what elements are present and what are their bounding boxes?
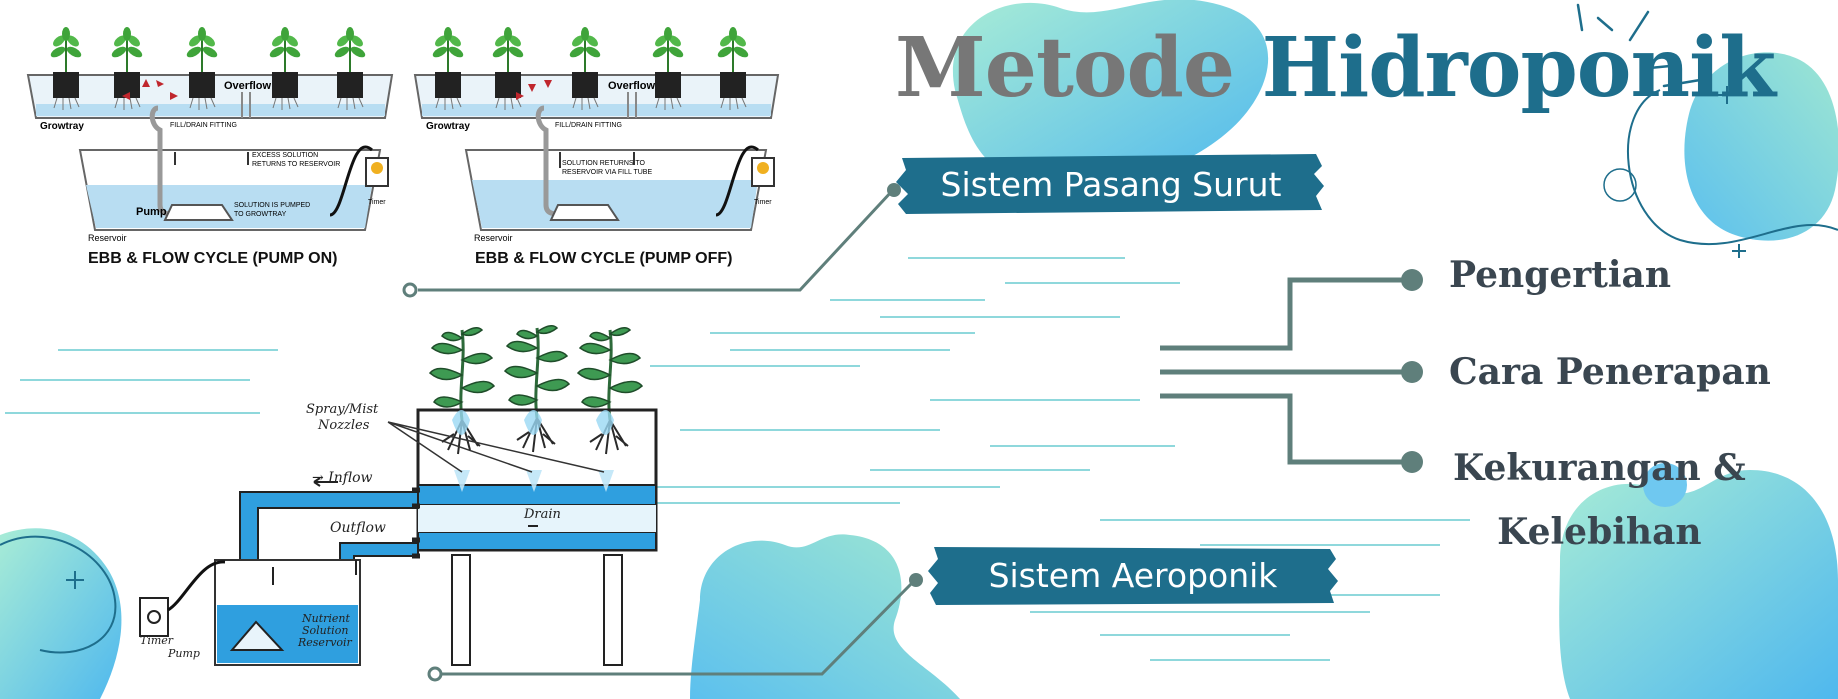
growtray-label: Growtray: [40, 121, 84, 132]
outflow-label: Outflow: [330, 520, 386, 536]
blob-right-bottom: [1559, 470, 1838, 699]
inflow-label: → Inflow: [312, 470, 373, 486]
timer-label: Timer: [368, 199, 386, 206]
banner-sistem-aeroponik: Sistem Aeroponik: [928, 543, 1338, 607]
node-dot: [427, 666, 443, 682]
pump-label: Pump: [136, 206, 167, 218]
aeroponic-diagram: [139, 324, 658, 666]
banner-sistem-pasang-surut: Sistem Pasang Surut: [896, 152, 1326, 216]
ebb-flow-pump-off-diagram: [413, 26, 780, 231]
topic-line: Kekurangan &: [1453, 447, 1746, 489]
blob-right-top: [1684, 52, 1838, 241]
connector-lines: [418, 188, 917, 676]
fill-drain-label: FILL/DRAIN FITTING: [170, 122, 237, 129]
topic-cara-penerapan: Cara Penerapan: [1449, 351, 1771, 393]
blob-top-center: [953, 0, 1269, 187]
returns-label: SOLUTION RETURNS TO: [562, 160, 645, 167]
topic-kekurangan-kelebihan: Kekurangan & Kelebihan: [1453, 436, 1746, 564]
reservoir-label: Reservoir: [88, 233, 127, 243]
title-word-hidroponik: Hidroponik: [1261, 20, 1776, 116]
ebb-on-caption: EBB & FLOW CYCLE (PUMP ON): [88, 250, 338, 267]
title-word-metode: Metode: [895, 20, 1235, 116]
banner-label: Sistem Pasang Surut: [940, 164, 1282, 204]
excess-label: EXCESS SOLUTION: [252, 152, 319, 159]
overflow-label: Overflow: [224, 80, 272, 92]
fill-drain-label: FILL/DRAIN FITTING: [555, 122, 622, 129]
ebb-off-caption: EBB & FLOW CYCLE (PUMP OFF): [475, 250, 733, 267]
drain-label: Drain: [524, 507, 561, 522]
blob-bottom-center: [690, 534, 960, 699]
timer-label: Timer: [140, 634, 174, 647]
reservoir-label: Reservoir: [474, 233, 513, 243]
blob-left-bottom: [0, 528, 122, 699]
overflow-label: Overflow: [608, 80, 656, 92]
pumped-label: SOLUTION IS PUMPED: [234, 202, 311, 209]
topic-tree-lines: [1160, 277, 1410, 465]
node-dot: [402, 282, 418, 298]
growtray-label: Growtray: [426, 121, 470, 132]
topic-pengertian: Pengertian: [1449, 254, 1672, 296]
nutrient-label: Nutrient: [302, 612, 350, 625]
page-title: Metode Hidroponik: [895, 20, 1776, 116]
pumped-label: TO GROWTRAY: [234, 211, 287, 218]
ebb-flow-pump-on-diagram: [26, 26, 394, 231]
topic-line: Kelebihan: [1497, 511, 1702, 553]
nutrient-label: Reservoir: [298, 636, 352, 649]
excess-label: RETURNS TO RESERVOIR: [252, 161, 341, 168]
returns-label: RESERVOIR VIA FILL TUBE: [562, 169, 653, 176]
plus-icon: [66, 86, 1746, 589]
sparkle-icon: [1576, 3, 1702, 88]
spray-nozzles-label: Nozzles: [318, 418, 370, 433]
timer-label: Timer: [754, 199, 772, 206]
spray-nozzles-label: Spray/Mist: [306, 402, 379, 417]
nutrient-label: Solution: [302, 624, 349, 637]
pump-label: Pump: [168, 647, 200, 660]
banner-label: Sistem Aeroponik: [988, 555, 1278, 595]
